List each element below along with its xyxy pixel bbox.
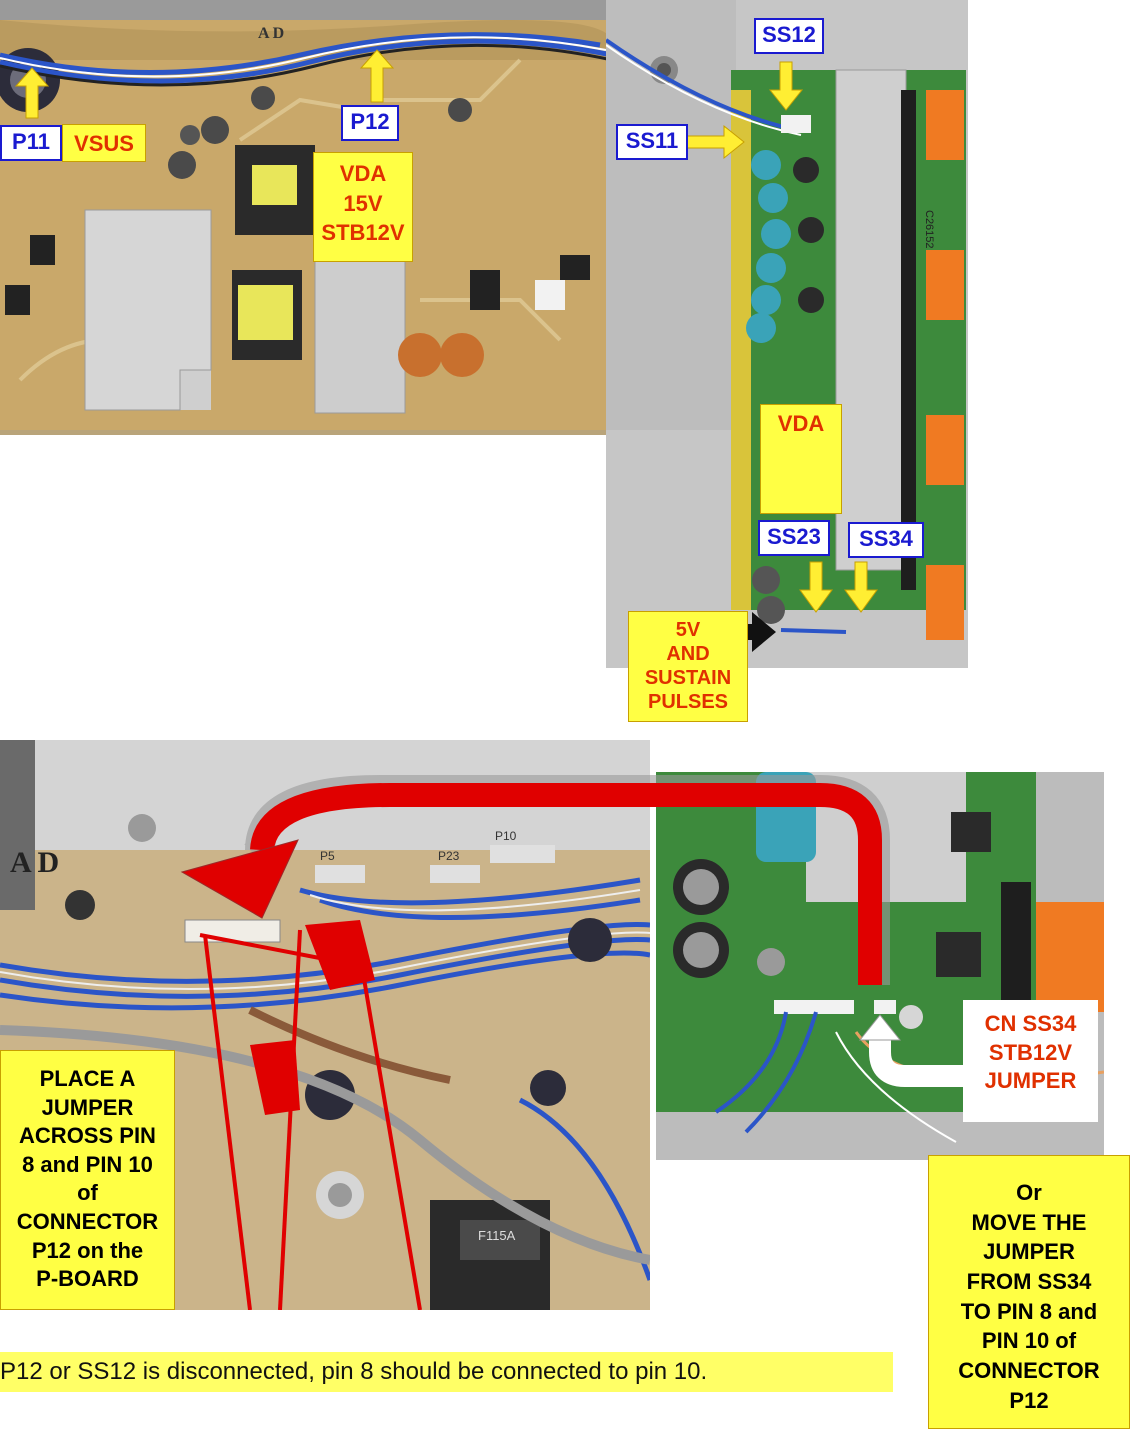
label-vsus: VSUS (62, 124, 146, 162)
f115a-mark: F115A (478, 1228, 516, 1243)
label-move-jumper: Or MOVE THE JUMPER FROM SS34 TO PIN 8 an… (928, 1155, 1130, 1429)
p-board-photo: A D (0, 0, 612, 435)
p10-mark: P10 (495, 829, 517, 843)
label-5v-sustain-pulses: 5V AND SUSTAIN PULSES (628, 611, 748, 722)
label-cn-ss34-stb12v-jumper: CN SS34 STB12V JUMPER (963, 1000, 1098, 1122)
bottom-note: P12 or SS12 is disconnected, pin 8 shoul… (0, 1352, 893, 1392)
label-ss34: SS34 (848, 522, 924, 558)
label-vda-15v-stb12v: VDA 15V STB12V (313, 152, 413, 262)
ad-board-mark: A D (258, 25, 284, 42)
p23-mark: P23 (438, 849, 460, 863)
label-place-jumper: PLACE A JUMPER ACROSS PIN 8 and PIN 10 o… (0, 1050, 175, 1310)
label-p12: P12 (341, 105, 399, 141)
label-vda: VDA (760, 404, 842, 514)
ss-board-photo: C26152 (606, 0, 968, 668)
label-ss12: SS12 (754, 18, 824, 54)
c26152-mark: C26152 (923, 210, 935, 249)
p5-mark: P5 (320, 849, 335, 863)
label-ss11: SS11 (616, 124, 688, 160)
label-p11: P11 (0, 125, 62, 161)
ad-board-mark-bottom: A D (10, 846, 59, 879)
label-ss23: SS23 (758, 520, 830, 556)
